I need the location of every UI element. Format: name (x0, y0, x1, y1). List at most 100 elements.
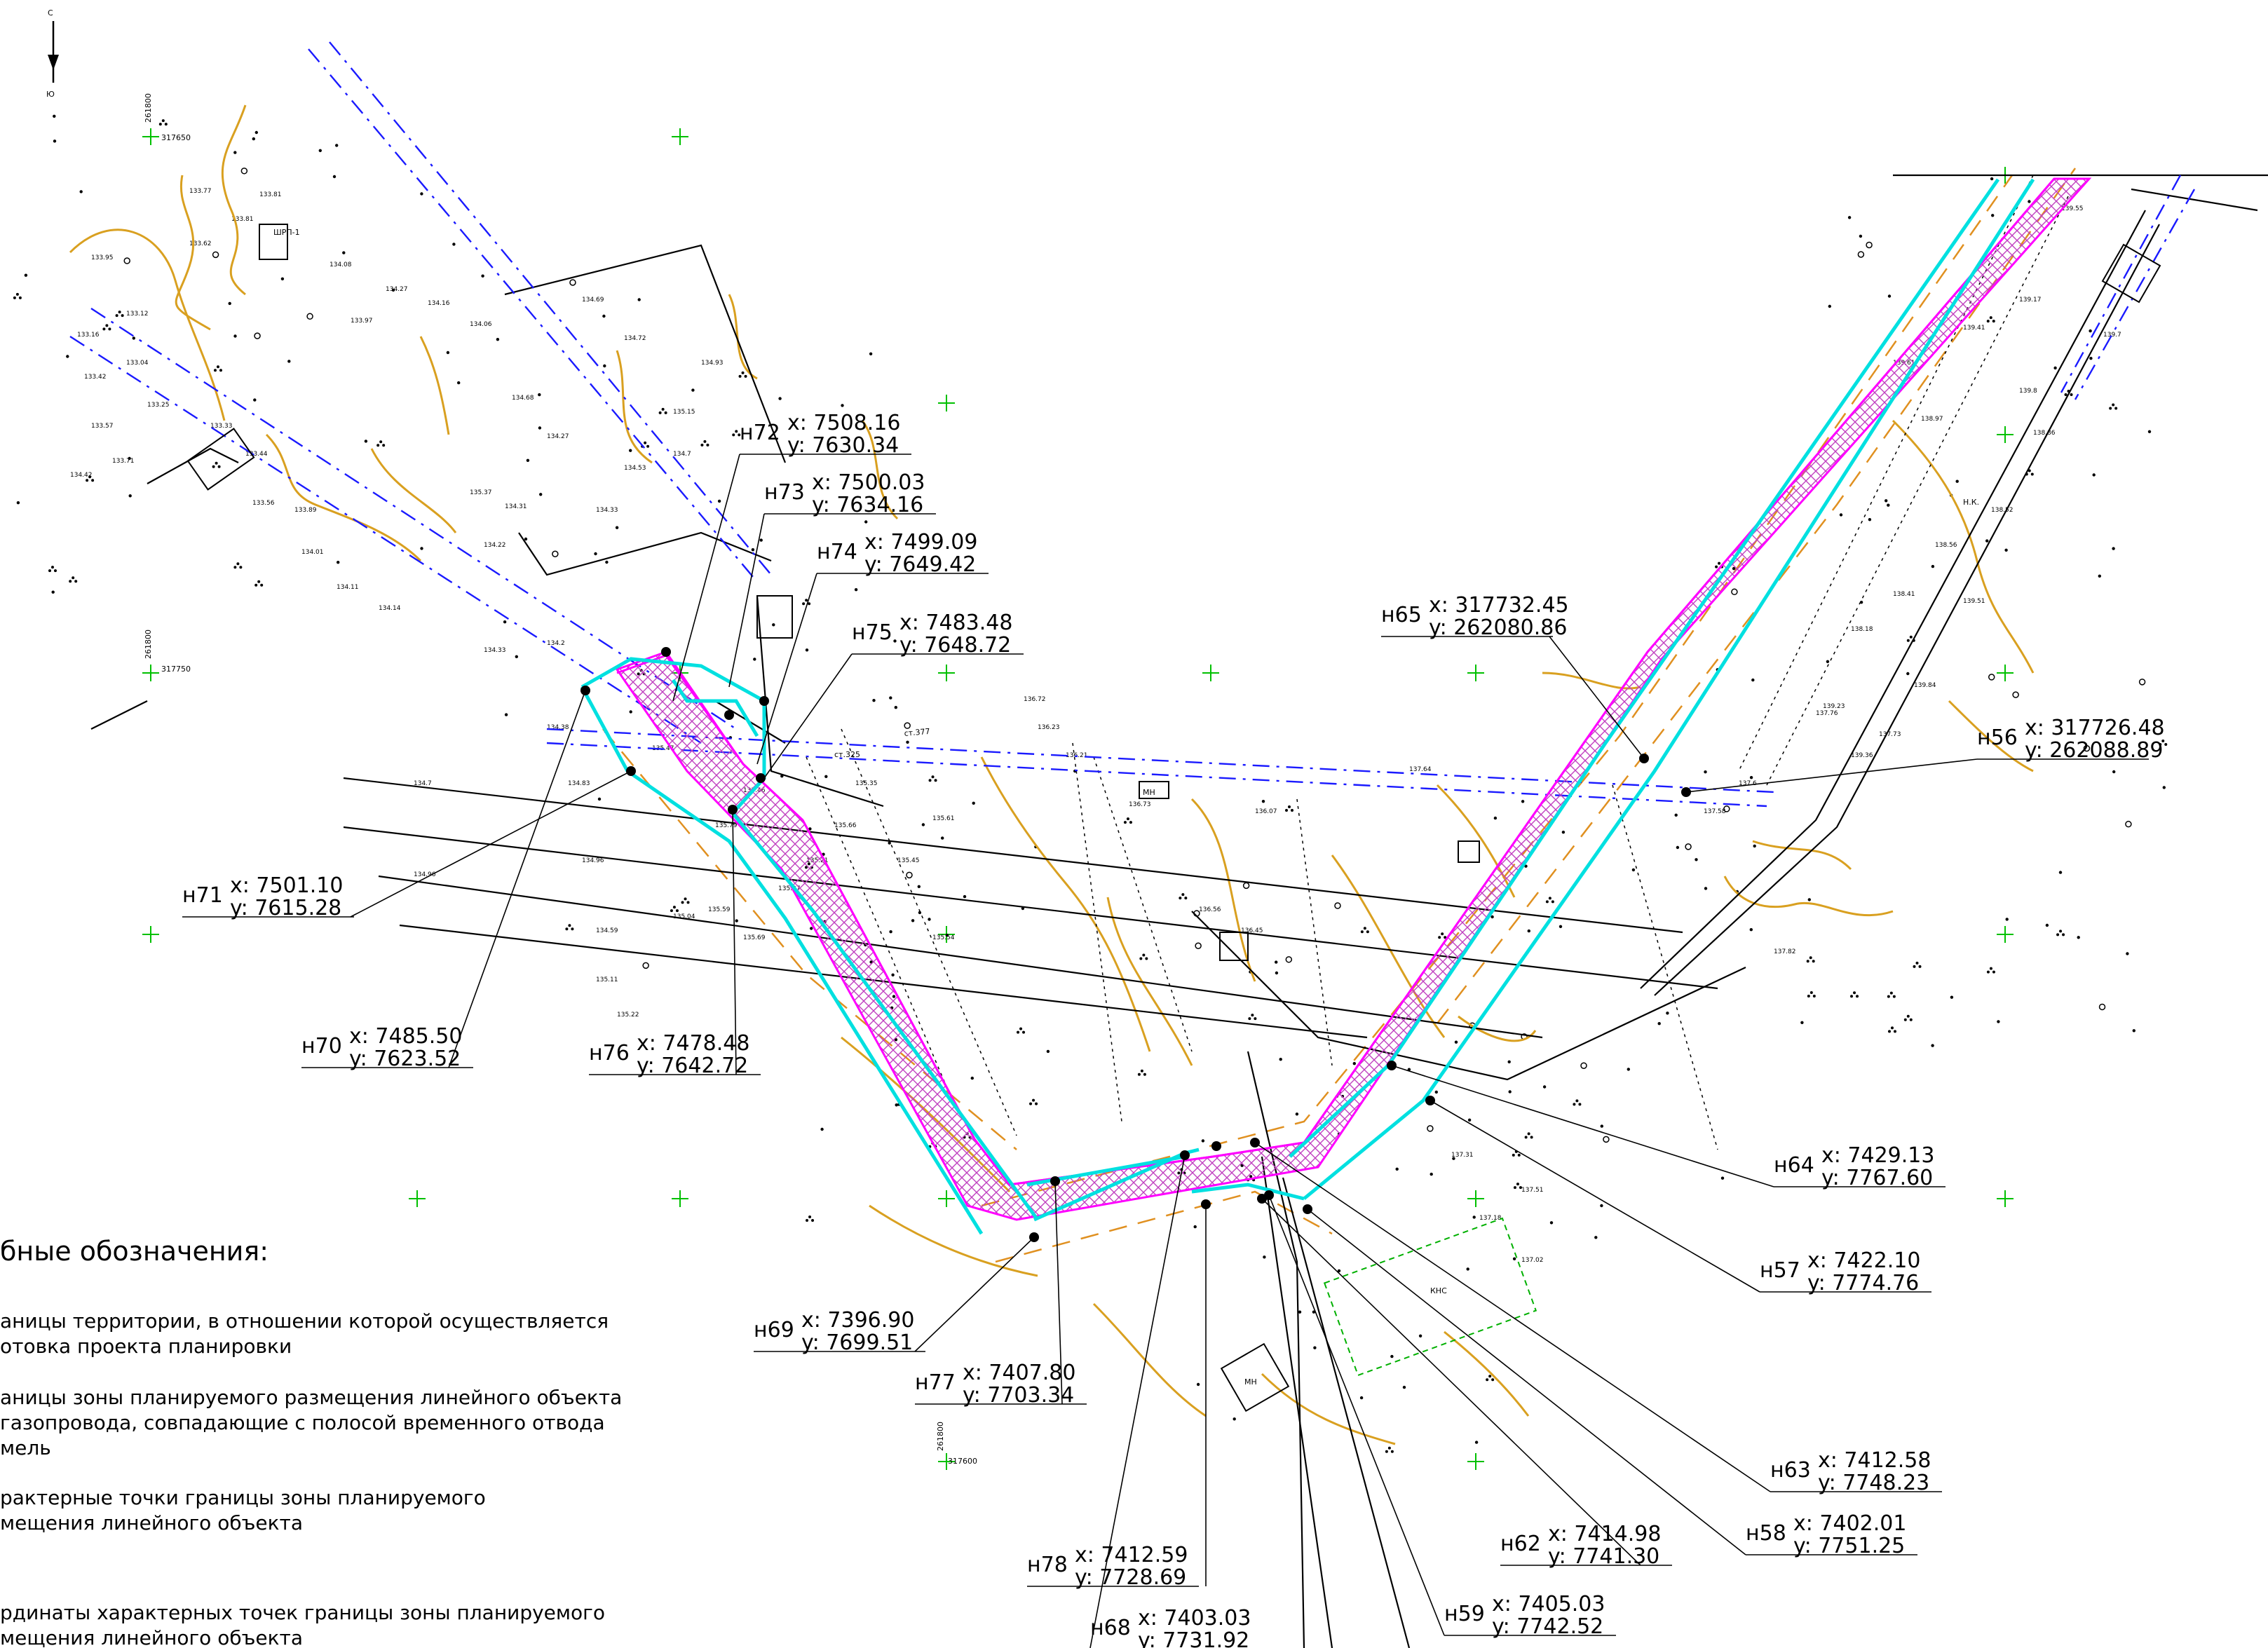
point-y: y: 7648.72 (899, 633, 1011, 658)
leader-line (1685, 758, 1978, 793)
elevation-label: 134.16 (428, 300, 450, 307)
tree-symbol (48, 566, 57, 573)
leader-line (1430, 1100, 1760, 1293)
point-x: x: 7396.90 (801, 1308, 914, 1333)
tree-symbol (254, 580, 264, 587)
elevation-label: 136.07 (1255, 808, 1277, 815)
survey-dot (970, 1076, 975, 1080)
survey-dot (945, 934, 949, 937)
shrub-symbol (254, 332, 261, 339)
point-y: y: 7615.28 (230, 896, 341, 920)
survey-dot (504, 713, 508, 716)
contour-lines (69, 104, 2035, 1445)
survey-dot (1395, 1167, 1399, 1171)
point-id: н59 (1444, 1602, 1485, 1626)
survey-dot (332, 175, 337, 179)
grid-cross (1997, 426, 2014, 443)
elevation-label: 133.57 (91, 423, 114, 430)
elevation-label: 135.37 (778, 885, 801, 892)
survey-dot (615, 526, 619, 529)
elevation-label: 133.62 (189, 240, 212, 247)
survey-dot (889, 696, 892, 700)
shrub-symbol (642, 962, 649, 969)
shrub-symbol (2138, 679, 2146, 686)
survey-dot (515, 655, 518, 658)
tree-symbol (1139, 953, 1148, 960)
tree-symbol (1887, 991, 1896, 998)
survey-dot (888, 841, 891, 845)
elevation-label: 133.16 (77, 332, 100, 339)
grid-label-4: 261800 (144, 93, 153, 123)
survey-dot (1263, 1255, 1266, 1259)
survey-dot (132, 336, 135, 340)
survey-dot (1985, 539, 1989, 543)
survey-dot (1800, 1021, 1804, 1025)
point-x: x: 7508.16 (787, 411, 900, 435)
survey-dot (1508, 1090, 1512, 1094)
survey-dot (893, 639, 897, 643)
elevation-label: 134.53 (624, 465, 646, 472)
tree-symbol (1986, 967, 1995, 974)
survey-dot (972, 801, 975, 805)
elevation-label: 138.86 (2033, 430, 2056, 437)
map-text-labels: ст.377 ст.325 МН МН Н.К. ШРП-1 КНС (273, 228, 1979, 1387)
survey-dot (1931, 564, 1935, 568)
leader-line (672, 454, 740, 702)
point-x: x: 7405.03 (1492, 1592, 1605, 1616)
point-marker (756, 773, 766, 783)
survey-dot (1352, 1062, 1357, 1065)
survey-dot (1491, 915, 1494, 919)
point-id: н78 (1027, 1553, 1068, 1577)
elevation-label: 138.18 (1851, 626, 1873, 633)
elevation-label: 138.52 (1991, 507, 2014, 514)
legend: бные обозначения: аницы территории, в от… (0, 1236, 622, 1648)
tree-symbol (1017, 1027, 1026, 1034)
elevation-label: 136.72 (1024, 696, 1046, 703)
planned-corridor (615, 177, 2092, 1221)
elevation-label: 139.41 (1963, 325, 1985, 332)
elevation-label: 134.83 (568, 780, 590, 787)
shrub-symbol (1731, 588, 1738, 596)
survey-dot (629, 449, 632, 452)
survey-dot (1467, 1118, 1472, 1122)
survey-dot (318, 149, 322, 152)
survey-dot (420, 547, 423, 550)
legend-title: бные обозначения: (0, 1236, 269, 1267)
survey-dot (895, 1103, 898, 1107)
legend-item4-line2: мещения линейного объекта (0, 1626, 303, 1648)
survey-dot (1046, 1049, 1050, 1054)
grid-cross (409, 1190, 426, 1207)
elevation-label: 136.45 (1241, 927, 1263, 934)
survey-dot (869, 352, 873, 355)
survey-dot (2126, 952, 2129, 955)
tree-symbol (1807, 991, 1816, 998)
survey-dot (1931, 1044, 1934, 1047)
survey-dot (917, 885, 921, 889)
elevation-label: 133.25 (147, 402, 170, 409)
elevation-label: 133.81 (231, 216, 254, 223)
survey-dot (364, 440, 368, 443)
survey-dot (772, 623, 775, 627)
survey-dot (1600, 1124, 1603, 1128)
elevation-label: 139.51 (1963, 598, 1985, 605)
point-x: x: 7412.58 (1818, 1448, 1931, 1473)
elevation-label: 139.36 (1851, 752, 1873, 759)
elevation-label: 137.82 (1774, 948, 1796, 955)
survey-dot (751, 548, 755, 552)
survey-dot (1868, 518, 1872, 522)
leader-line (350, 770, 632, 918)
elevation-label: 134.22 (484, 542, 506, 549)
survey-dot (1418, 1334, 1422, 1338)
tree-symbol (1284, 805, 1293, 812)
elevation-label: 135.66 (834, 822, 857, 829)
elevation-label: 133.81 (259, 191, 282, 198)
grid-cross (142, 926, 159, 943)
survey-dot (918, 911, 922, 915)
survey-dot (2005, 918, 2009, 921)
